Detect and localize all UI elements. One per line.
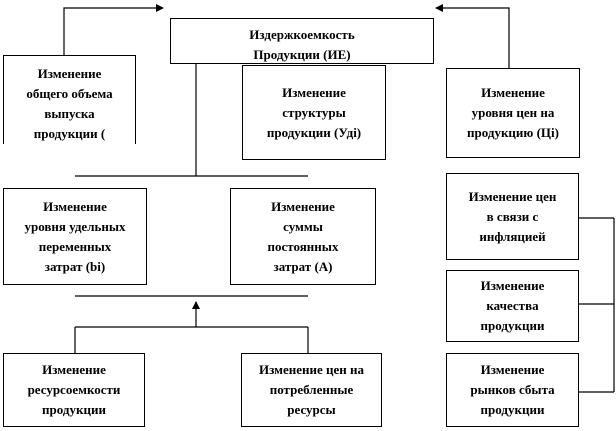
- resource-intensity-label: Изменение ресурсоемкости продукции: [27, 362, 121, 417]
- volume-label: Изменение общего объема выпуска продукци…: [26, 66, 113, 141]
- price-level-box: Изменение уровня цен на продукцию (Цi): [446, 68, 580, 158]
- variable-costs-label: Изменение уровня удельных переменных зат…: [24, 198, 126, 274]
- price-level-label: Изменение уровня цен на продукцию (Цi): [467, 85, 559, 140]
- structure-label: Изменение структуры продукции (Удi): [266, 84, 362, 140]
- markets-box: Изменение рынков сбыта продукции: [446, 353, 579, 427]
- quality-box: Изменение качества продукции: [446, 270, 579, 342]
- root-box: Издержкоемкость Продукции (ИЕ): [170, 18, 434, 64]
- arrow-volume-to-root: [63, 4, 164, 55]
- resource-prices-box: Изменение цен на потребленные ресурсы: [241, 353, 382, 427]
- resource-intensity-box: Изменение ресурсоемкости продукции: [3, 353, 145, 427]
- resource-prices-label: Изменение цен на потребленные ресурсы: [258, 362, 365, 417]
- quality-label: Изменение качества продукции: [480, 278, 545, 333]
- inflation-box: Изменение цен в связи с инфляцией: [446, 173, 579, 260]
- root-label: Издержкоемкость Продукции (ИЕ): [249, 27, 355, 62]
- fixed-costs-label: Изменение суммы постоянных затрат (А): [267, 198, 339, 274]
- markets-label: Изменение рынков сбыта продукции: [470, 362, 555, 417]
- variable-costs-box: Изменение уровня удельных переменных зат…: [3, 188, 147, 285]
- structure-box: Изменение структуры продукции (Удi): [242, 65, 386, 160]
- fixed-costs-box: Изменение суммы постоянных затрат (А): [230, 188, 376, 285]
- arrow-price-to-root: [435, 4, 510, 68]
- inflation-label: Изменение цен в связи с инфляцией: [468, 188, 557, 244]
- volume-box: Изменение общего объема выпуска продукци…: [3, 55, 136, 144]
